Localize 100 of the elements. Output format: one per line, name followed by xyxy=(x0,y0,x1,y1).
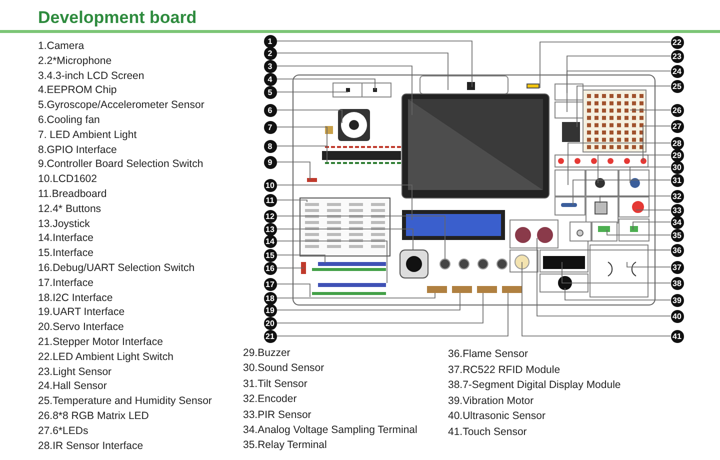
leader-line xyxy=(276,200,308,202)
leader-line xyxy=(276,52,448,90)
callout-number: 4 xyxy=(264,72,276,86)
callout-number: 2 xyxy=(264,46,276,60)
part-list-item: 6.Cooling fan xyxy=(38,114,100,126)
part-list-item: 8.GPIO Interface xyxy=(38,144,117,156)
callout-number: 11 xyxy=(264,194,276,206)
leader-line xyxy=(276,292,436,298)
callout-number: 22 xyxy=(670,36,684,48)
part-list-item: 24.Hall Sensor xyxy=(38,380,107,392)
part-list-item: 9.Controller Board Selection Switch xyxy=(38,158,204,170)
part-list-item: 2.2*Microphone xyxy=(38,54,112,67)
callout-number: 8 xyxy=(264,140,276,152)
callout-number: 38 xyxy=(670,276,684,290)
callout-number: 36 xyxy=(670,244,684,256)
part-list-item: 4.EEPROM Chip xyxy=(38,84,117,96)
leader-line xyxy=(276,292,484,324)
callout-number: 34 xyxy=(670,216,684,228)
leader-line xyxy=(598,154,671,184)
leader-line xyxy=(572,180,671,206)
callout-number: 21 xyxy=(264,330,276,342)
part-list-item: 31.Tilt Sensor xyxy=(243,378,308,390)
callout-number: 1 xyxy=(264,34,276,48)
leader-line xyxy=(276,292,460,310)
callout-number: 6 xyxy=(264,104,276,116)
leader-line xyxy=(642,126,671,162)
part-list-item: 1.Camera xyxy=(38,40,84,52)
callout-number: 9 xyxy=(264,156,276,168)
callout-number: 26 xyxy=(670,104,684,116)
part-list-item: 20.Servo Interface xyxy=(38,321,124,334)
leader-line xyxy=(276,110,342,124)
callout-number: 32 xyxy=(670,190,684,202)
leader-line xyxy=(588,240,671,250)
leader-line xyxy=(276,78,376,90)
callout-number: 27 xyxy=(670,120,684,132)
part-list-item: 39.Vibration Motor xyxy=(448,394,534,407)
leader-line xyxy=(276,292,508,336)
leader-line xyxy=(522,262,671,336)
part-list-item: 30.Sound Sensor xyxy=(243,362,324,374)
leader-line xyxy=(564,288,671,300)
part-list-item: 5.Gyroscope/Accelerometer Sensor xyxy=(38,99,204,112)
callout-number: 37 xyxy=(670,260,684,274)
callout-number: 25 xyxy=(670,80,684,92)
callout-number: 35 xyxy=(670,228,684,242)
callout-number: 10 xyxy=(264,178,276,192)
leader-line xyxy=(568,142,671,186)
part-list-item: 36.Flame Sensor xyxy=(448,348,528,360)
callout-number: 24 xyxy=(670,64,684,78)
leader-line xyxy=(632,222,671,230)
callout-number: 19 xyxy=(264,304,276,316)
callout-number: 39 xyxy=(670,294,684,306)
leader-line xyxy=(630,166,671,184)
callout-number: 14 xyxy=(264,234,276,248)
leader-line xyxy=(276,216,446,260)
callout-number: 13 xyxy=(264,222,276,236)
title: Development board xyxy=(38,8,197,28)
callout-number: 28 xyxy=(670,136,684,150)
leader-line xyxy=(276,284,310,298)
callout-number: 18 xyxy=(264,292,276,304)
part-list-item: 12.4* Buttons xyxy=(38,202,102,215)
leader-line xyxy=(276,66,412,116)
part-list-item: 33.PIR Sensor xyxy=(243,408,312,421)
callout-number: 29 xyxy=(670,148,684,162)
leader-line xyxy=(276,126,328,146)
callout-number: 41 xyxy=(670,330,684,342)
part-list-item: 32.Encoder xyxy=(243,393,297,406)
leader-line xyxy=(276,240,388,284)
part-list-item: 7. LED Ambient Light xyxy=(38,128,137,141)
part-list-item: 38.7-Segment Digital Display Module xyxy=(448,379,621,392)
callout-number: 40 xyxy=(670,310,684,322)
callout-number: 23 xyxy=(670,50,684,62)
part-list-item: 21.Stepper Motor Interface xyxy=(38,336,163,348)
callout-number: 7 xyxy=(264,120,276,134)
part-list-item: 11.Breadboard xyxy=(38,188,107,200)
leader-line xyxy=(276,162,310,180)
leader-line xyxy=(536,238,671,316)
leader-line xyxy=(566,70,671,112)
part-list-item: 26.8*8 RGB Matrix LED xyxy=(38,410,149,422)
callout-number: 16 xyxy=(264,262,276,274)
part-list-item: 22.LED Ambient Light Switch xyxy=(38,350,174,363)
callout-number: 30 xyxy=(670,160,684,174)
part-list-item: 35.Relay Terminal xyxy=(243,439,327,452)
part-list-item: 34.Analog Voltage Sampling Terminal xyxy=(243,424,418,436)
leader-line xyxy=(626,262,671,268)
part-list-item: 23.Light Sensor xyxy=(38,366,112,378)
leader-line xyxy=(276,184,412,220)
part-list-item: 3.4.3-inch LCD Screen xyxy=(38,70,144,82)
part-list-item: 15.Interface xyxy=(38,247,94,260)
part-list-item: 10.LCD1602 xyxy=(38,173,97,186)
part-list-item: 16.Debug/UART Selection Switch xyxy=(38,262,195,274)
leader-line xyxy=(276,254,326,264)
part-list-item: 40.Ultrasonic Sensor xyxy=(448,410,546,422)
part-list-item: 25.Temperature and Humidity Sensor xyxy=(38,395,212,408)
leader-line xyxy=(276,146,328,162)
part-list-item: 27.6*LEDs xyxy=(38,424,88,437)
part-list-item: 29.Buzzer xyxy=(243,347,290,359)
callout-number: 31 xyxy=(670,174,684,186)
part-list-item: 18.I2C Interface xyxy=(38,292,113,304)
leader-line xyxy=(540,42,671,88)
part-list-item: 13.Joystick xyxy=(38,218,90,230)
